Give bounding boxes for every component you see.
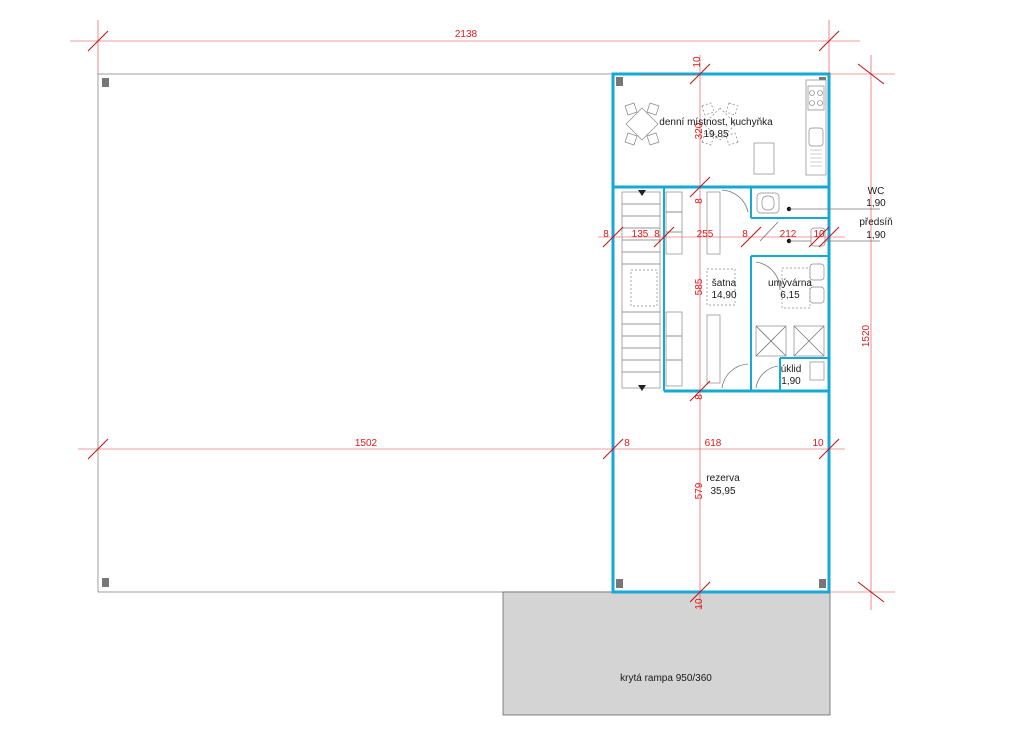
umyvarna-fixtures (755, 261, 825, 357)
hall-column-bl (102, 578, 109, 587)
dim-kitchen-bottom-wall: 8 (694, 198, 705, 204)
staircase (621, 190, 661, 391)
dim-right-wall: 10 (813, 229, 825, 240)
room-predsin-area: 1,90 (866, 230, 886, 241)
dim-building-width: 618 (705, 438, 722, 449)
dim-middle-depth: 585 (694, 278, 705, 295)
dim-mid-wall: 8 (742, 229, 748, 240)
column-bl (616, 579, 623, 588)
kitchen-counter (805, 79, 827, 176)
room-uklid-area: 1,90 (781, 376, 801, 387)
kitchen-island (753, 142, 775, 175)
room-wc-name: WC (868, 186, 885, 197)
hall-column-tl (102, 78, 109, 87)
dim-rezerva-depth: 579 (694, 482, 705, 499)
covered-ramp (502, 591, 831, 716)
room-umyvarna-area: 6,15 (780, 290, 800, 301)
kitchen-table-set (624, 102, 660, 146)
dim-stair-width: 135 (632, 229, 649, 240)
column-tl (616, 77, 623, 86)
room-kitchen-name: denní místnost, kuchyňka (659, 117, 773, 128)
room-kitchen-area: 19,85 (703, 129, 728, 140)
room-satna-area: 14,90 (711, 290, 736, 301)
kitchen-dashed-table-set (701, 102, 739, 146)
room-uklid-name: úklid (781, 364, 802, 375)
building-outer-wall (611, 72, 831, 594)
dim-middle-bottom-wall: 8 (694, 394, 705, 400)
room-rezerva-area: 35,95 (710, 486, 735, 497)
uklid-fixtures (755, 361, 825, 389)
dim-rezerva-left-wall: 8 (624, 438, 630, 449)
room-umyvarna-name: umývárna (768, 278, 812, 289)
room-satna-name: šatna (712, 278, 737, 289)
dim-rezerva-right-wall: 10 (812, 438, 824, 449)
dim-top-wall: 10 (692, 56, 703, 68)
dim-hall-length: 1502 (355, 438, 378, 449)
room-rezerva-name: rezerva (706, 473, 740, 484)
dim-kitchen-depth: 320 (694, 122, 705, 139)
dim-left-wall: 8 (603, 229, 609, 240)
dim-wc-width: 212 (780, 229, 797, 240)
room-wc-area: 1,90 (866, 198, 886, 209)
ramp-label: krytá rampa 950/360 (620, 673, 712, 684)
dim-stair-wall: 8 (654, 229, 660, 240)
dim-right-total: 1520 (861, 324, 872, 347)
column-br (819, 579, 826, 588)
dim-top-total: 2138 (455, 29, 478, 40)
hall-outline (97, 73, 614, 593)
dim-corridor: 255 (697, 229, 714, 240)
wc-fixtures (756, 192, 880, 247)
satna-furniture (665, 189, 749, 389)
dim-bottom-wall: 10 (694, 598, 705, 610)
room-predsin-name: předsíň (859, 217, 892, 228)
